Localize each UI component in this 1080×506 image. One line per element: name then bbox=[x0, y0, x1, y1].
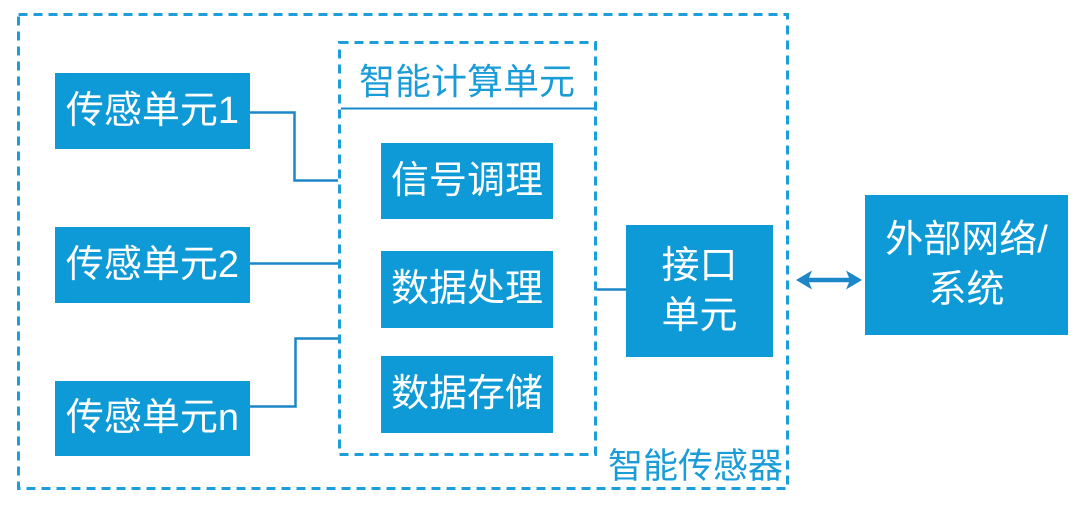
sensor-unit-1-label: 传感单元1 bbox=[65, 89, 240, 132]
sensor-unit-2-box: 传感单元2 bbox=[55, 227, 250, 303]
external-system-label-line1: 外部网络/ bbox=[885, 218, 1048, 261]
module-data-processing-label: 数据处理 bbox=[390, 268, 543, 311]
module-data-storage-label: 数据存储 bbox=[390, 373, 543, 416]
interface-unit-label-line1: 接口 bbox=[661, 244, 738, 287]
outer-group-label: 智能传感器 bbox=[608, 447, 784, 486]
module-box-signal-conditioning: 信号调理 bbox=[381, 143, 553, 219]
outer-group-border bbox=[17, 13, 789, 490]
module-signal-conditioning-label: 信号调理 bbox=[390, 159, 543, 202]
bidirectional-arrow-icon bbox=[796, 270, 862, 290]
sensor-unit-n-label: 传感单元n bbox=[65, 397, 240, 440]
connector-sensor1-to-computing bbox=[250, 111, 338, 182]
sensor-unit-1-box: 传感单元1 bbox=[55, 73, 250, 149]
interface-unit-box: 接口 单元 bbox=[626, 225, 773, 357]
module-box-data-processing: 数据处理 bbox=[381, 251, 553, 328]
connector-sensorn-to-computing bbox=[250, 337, 338, 408]
computing-group-label: 智能计算单元 bbox=[358, 61, 575, 102]
external-system-label-line2: 系统 bbox=[928, 269, 1005, 311]
module-box-data-storage: 数据存储 bbox=[381, 356, 553, 433]
computing-group-border bbox=[338, 41, 597, 456]
sensor-unit-n-box: 传感单元n bbox=[55, 381, 250, 456]
interface-unit-label-line2: 单元 bbox=[661, 295, 738, 337]
external-system-box: 外部网络/ 系统 bbox=[865, 195, 1068, 335]
sensor-unit-2-label: 传感单元2 bbox=[65, 243, 240, 286]
